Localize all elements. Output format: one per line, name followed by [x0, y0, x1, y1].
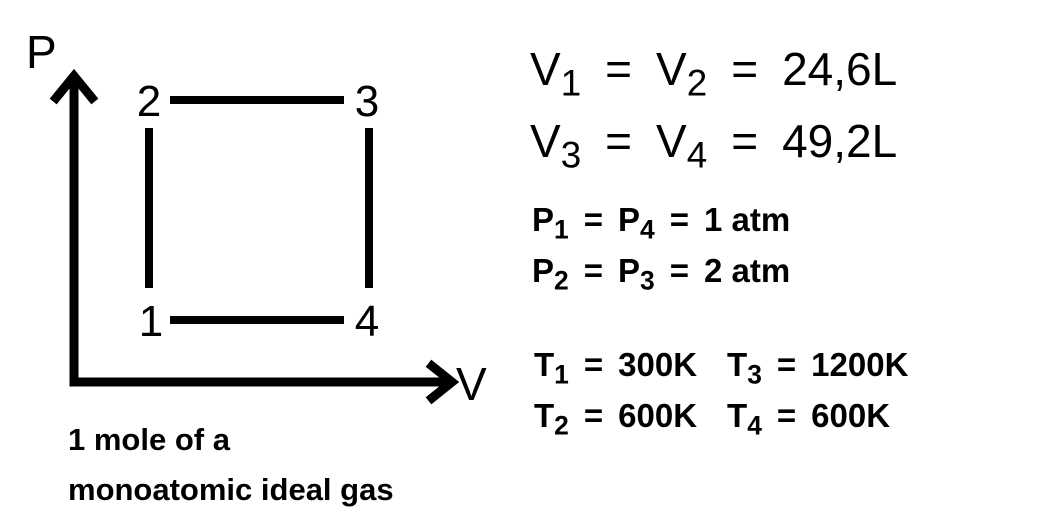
volume-equation-2: V3=V4=49,2L: [530, 115, 898, 173]
subscript: 3: [640, 265, 655, 296]
symbol: T: [534, 346, 555, 383]
state-label-3: 3: [355, 77, 379, 126]
volume-equation-1: V1=V2=24,6L: [530, 43, 898, 101]
subscript: 3: [747, 359, 762, 390]
value: 2 atm: [703, 252, 791, 289]
symbol: P: [532, 252, 555, 289]
subscript: 4: [640, 214, 655, 245]
state-label-4: 4: [355, 297, 379, 346]
symbol: P: [617, 252, 640, 289]
value: 600K: [618, 397, 698, 434]
equals-sign: =: [583, 201, 603, 238]
subscript: 1: [554, 359, 569, 390]
subscript: 1: [554, 214, 569, 245]
subscript: 2: [554, 410, 569, 441]
pressure-equation-1: P1=P4=1 atm: [532, 201, 791, 243]
value: 24,6L: [782, 43, 898, 95]
symbol: T: [534, 397, 555, 434]
value: 600K: [811, 397, 891, 434]
subscript: 2: [686, 62, 708, 104]
equals-sign: =: [583, 346, 604, 383]
value: 300K: [618, 346, 698, 383]
equals-sign: =: [605, 115, 633, 167]
symbol: V: [656, 43, 687, 95]
cycle-edges: [145, 96, 373, 324]
equals-sign: =: [669, 201, 689, 238]
equals-sign: =: [731, 43, 759, 95]
symbol: V: [530, 115, 561, 167]
equals-sign: =: [731, 115, 759, 167]
subscript: 3: [560, 134, 582, 176]
value: 1 atm: [703, 201, 791, 238]
equals-sign: =: [669, 252, 689, 289]
axes: [49, 68, 460, 405]
symbol: V: [530, 43, 561, 95]
pressure-equation-2: P2=P3=2 atm: [532, 252, 791, 294]
equals-sign: =: [583, 252, 603, 289]
equals-sign: =: [605, 43, 633, 95]
state-label-1: 1: [139, 297, 163, 346]
equals-sign: =: [583, 397, 604, 434]
symbol: P: [532, 201, 555, 238]
value: 1200K: [811, 346, 909, 383]
subscript: 4: [686, 134, 708, 176]
caption-line-2: monoatomic ideal gas: [68, 472, 394, 507]
equals-sign: =: [776, 397, 797, 434]
subscript: 4: [747, 410, 762, 441]
symbol: T: [727, 346, 748, 383]
value: 49,2L: [782, 115, 898, 167]
caption-line-1: 1 mole of a: [68, 422, 230, 457]
symbol: P: [617, 201, 640, 238]
state-label-2: 2: [137, 77, 161, 126]
y-axis-arrowhead: [49, 68, 99, 105]
subscript: 2: [554, 265, 569, 296]
symbol: V: [656, 115, 687, 167]
x-axis-label: V: [456, 358, 487, 410]
y-axis-label: P: [26, 26, 57, 78]
equals-sign: =: [776, 346, 797, 383]
subscript: 1: [560, 62, 582, 104]
x-axis-arrowhead: [425, 359, 460, 405]
symbol: T: [727, 397, 748, 434]
